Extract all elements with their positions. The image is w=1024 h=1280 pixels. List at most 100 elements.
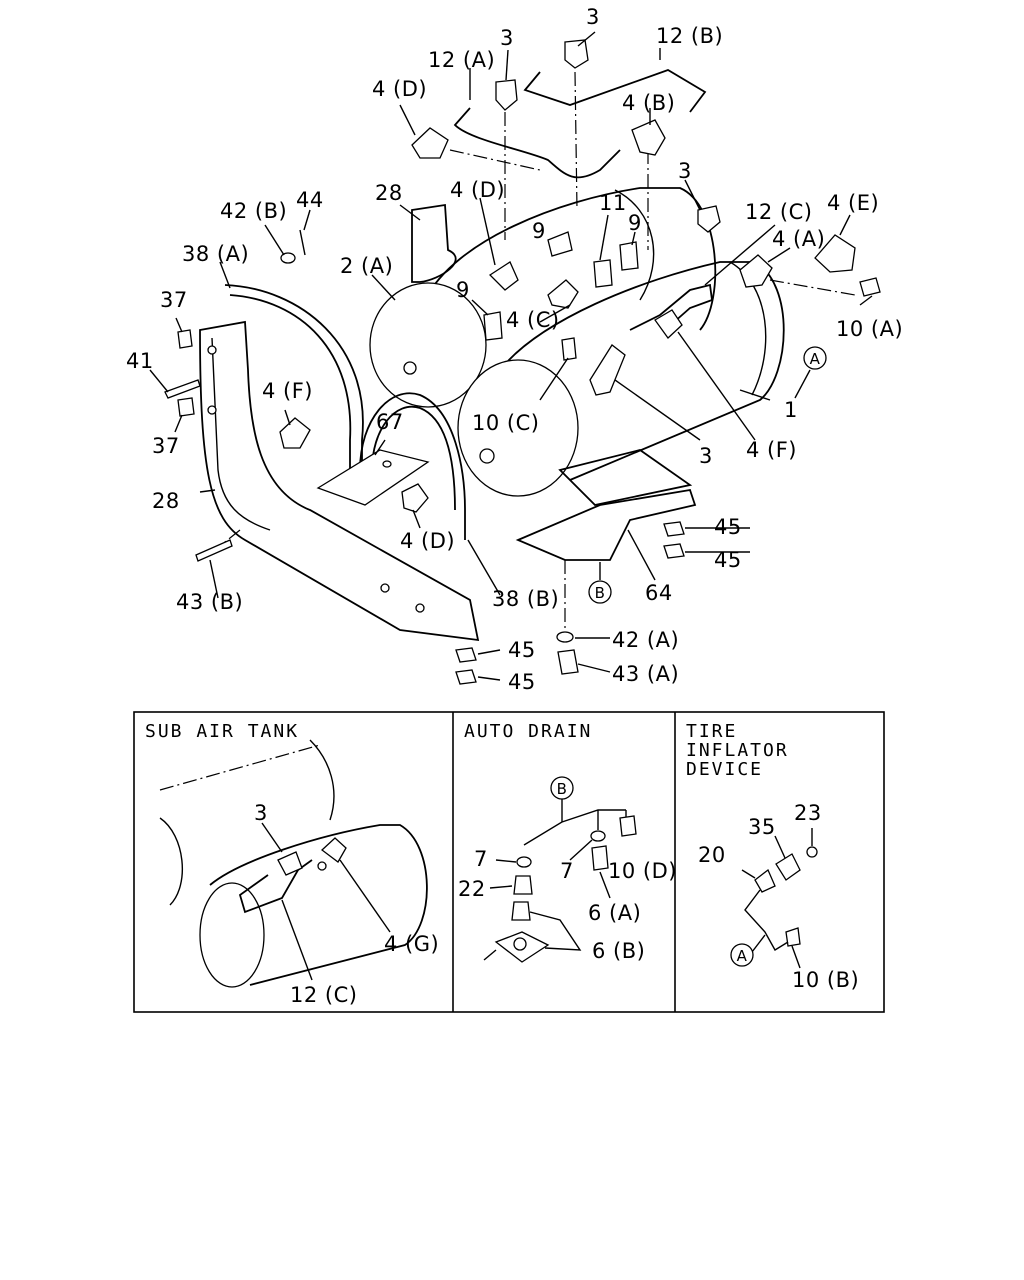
callout-4d-mid: 4 (D): [450, 178, 505, 202]
bolt-43a: [557, 649, 579, 675]
panel-sub-air-tank: SUB AIR TANK 3 4 (G) 12 (C): [145, 721, 439, 1007]
drain-callout-6a: 6 (A): [588, 901, 641, 925]
svg-text:A: A: [810, 350, 821, 368]
washer-42b: [280, 252, 296, 264]
fitting-4c: [547, 279, 579, 309]
washer-42a: [556, 631, 574, 643]
fitting-9s: [483, 231, 639, 341]
fitting-4f-left: [279, 417, 311, 449]
panel-title-tire-line-3: DEVICE: [686, 759, 763, 780]
callout-43b: 43 (B): [176, 590, 243, 614]
callout-44: 44: [296, 188, 324, 212]
callout-4b: 4 (B): [622, 91, 675, 115]
callout-9-a: 9: [628, 211, 642, 235]
callout-9-c: 9: [456, 278, 470, 302]
tire-callout-10b: 10 (B): [792, 968, 859, 992]
callout-38a: 38 (A): [182, 242, 249, 266]
marker-b-drain: B: [550, 776, 574, 800]
panel-auto-drain: AUTO DRAIN B 7 22 7 10 (D) 6 (A): [458, 721, 677, 963]
svg-text:B: B: [557, 780, 568, 798]
marker-b-main: B: [588, 580, 612, 604]
callout-12b: 12 (B): [656, 24, 723, 48]
bracket-64: [515, 449, 697, 561]
callout-37-top: 37: [160, 288, 188, 312]
fitting-11: [593, 259, 613, 288]
fitting-4d-bottom: [401, 483, 429, 513]
callout-41: 41: [126, 349, 154, 373]
callout-4f-right: 4 (F): [746, 438, 797, 462]
fitting-4b: [631, 119, 666, 156]
fitting-10a: [859, 277, 881, 297]
callout-28-top: 28: [375, 181, 403, 205]
callout-3-right: 3: [678, 159, 692, 183]
sub-callout-3: 3: [254, 801, 268, 825]
pin-44: [299, 229, 306, 256]
fitting-10c: [561, 337, 577, 361]
callout-43a: 43 (A): [612, 662, 679, 686]
callout-45-r2: 45: [714, 548, 742, 572]
tire-callout-20: 20: [698, 843, 726, 867]
callout-45-b1: 45: [508, 638, 536, 662]
callout-3-second: 3: [500, 26, 514, 50]
pipe-12a: [453, 107, 621, 179]
callout-4d-bottom: 4 (D): [400, 529, 455, 553]
callout-45-r1: 45: [714, 515, 742, 539]
callout-12c: 12 (C): [745, 200, 812, 224]
air-tank-2a: [369, 187, 717, 408]
fitting-3-second: [495, 79, 518, 111]
callout-11: 11: [599, 191, 627, 215]
fitting-4d-mid: [488, 261, 519, 291]
fitting-4f-right: [654, 309, 683, 339]
drain-callout-10d: 10 (D): [608, 859, 677, 883]
callout-45-b2: 45: [508, 670, 536, 694]
bolt-43b: [195, 539, 233, 562]
drain-callout-22: 22: [458, 877, 486, 901]
sub-callout-12c: 12 (C): [290, 983, 357, 1007]
main-exploded-view: A B 3 12 (B) 3 1 2 (A) 4 (D) 4 (B) 3 28 4…: [126, 5, 903, 694]
callout-4f-left: 4 (F): [262, 379, 313, 403]
callout-1: 1: [784, 398, 798, 422]
callout-64: 64: [645, 581, 673, 605]
bolt-37-bottom: [177, 397, 195, 417]
panel-title-tire-line-1: TIRE: [686, 721, 737, 742]
fitting-3-bottom: [589, 344, 626, 396]
fitting-3-top: [564, 39, 589, 69]
callout-2a: 2 (A): [340, 254, 393, 278]
drain-callout-7-left: 7: [474, 847, 488, 871]
svg-text:A: A: [737, 947, 748, 965]
air-tank-1: [457, 261, 785, 497]
marker-a-main: A: [803, 346, 827, 370]
callout-28-bottom: 28: [152, 489, 180, 513]
drain-callout-7-right: 7: [560, 859, 574, 883]
callout-42b: 42 (B): [220, 199, 287, 223]
callout-4e: 4 (E): [827, 191, 879, 215]
pipe-12b: [523, 69, 707, 113]
bolt-37-top: [177, 329, 193, 349]
callout-37-bottom: 37: [152, 434, 180, 458]
fitting-4d-top: [411, 127, 449, 159]
tire-callout-23: 23: [794, 801, 822, 825]
callout-38b: 38 (B): [492, 587, 559, 611]
callout-3-bottom: 3: [699, 444, 713, 468]
panel-title-tire-line-2: INFLATOR: [686, 740, 789, 761]
callout-10c: 10 (C): [472, 411, 539, 435]
callout-67: 67: [376, 410, 404, 434]
nuts-45: [455, 521, 685, 685]
strap-38a: [224, 284, 364, 470]
panel-title-auto-drain: AUTO DRAIN: [464, 721, 592, 742]
sub-callout-4g: 4 (G): [384, 932, 439, 956]
callout-10a: 10 (A): [836, 317, 903, 341]
callout-42a: 42 (A): [612, 628, 679, 652]
fitting-4a: [739, 254, 773, 288]
callout-4a: 4 (A): [772, 227, 825, 251]
strap-38b: [359, 392, 466, 540]
drain-callout-6b: 6 (B): [592, 939, 645, 963]
callout-4c: 4 (C): [506, 308, 560, 332]
callout-3-top: 3: [586, 5, 600, 29]
detail-panels: SUB AIR TANK 3 4 (G) 12 (C) AUTO DRAIN B: [133, 711, 885, 1013]
pipe-12c: [629, 283, 713, 331]
bolt-41: [164, 379, 201, 399]
panel-title-sub-air-tank: SUB AIR TANK: [145, 721, 299, 742]
tire-callout-35: 35: [748, 815, 776, 839]
